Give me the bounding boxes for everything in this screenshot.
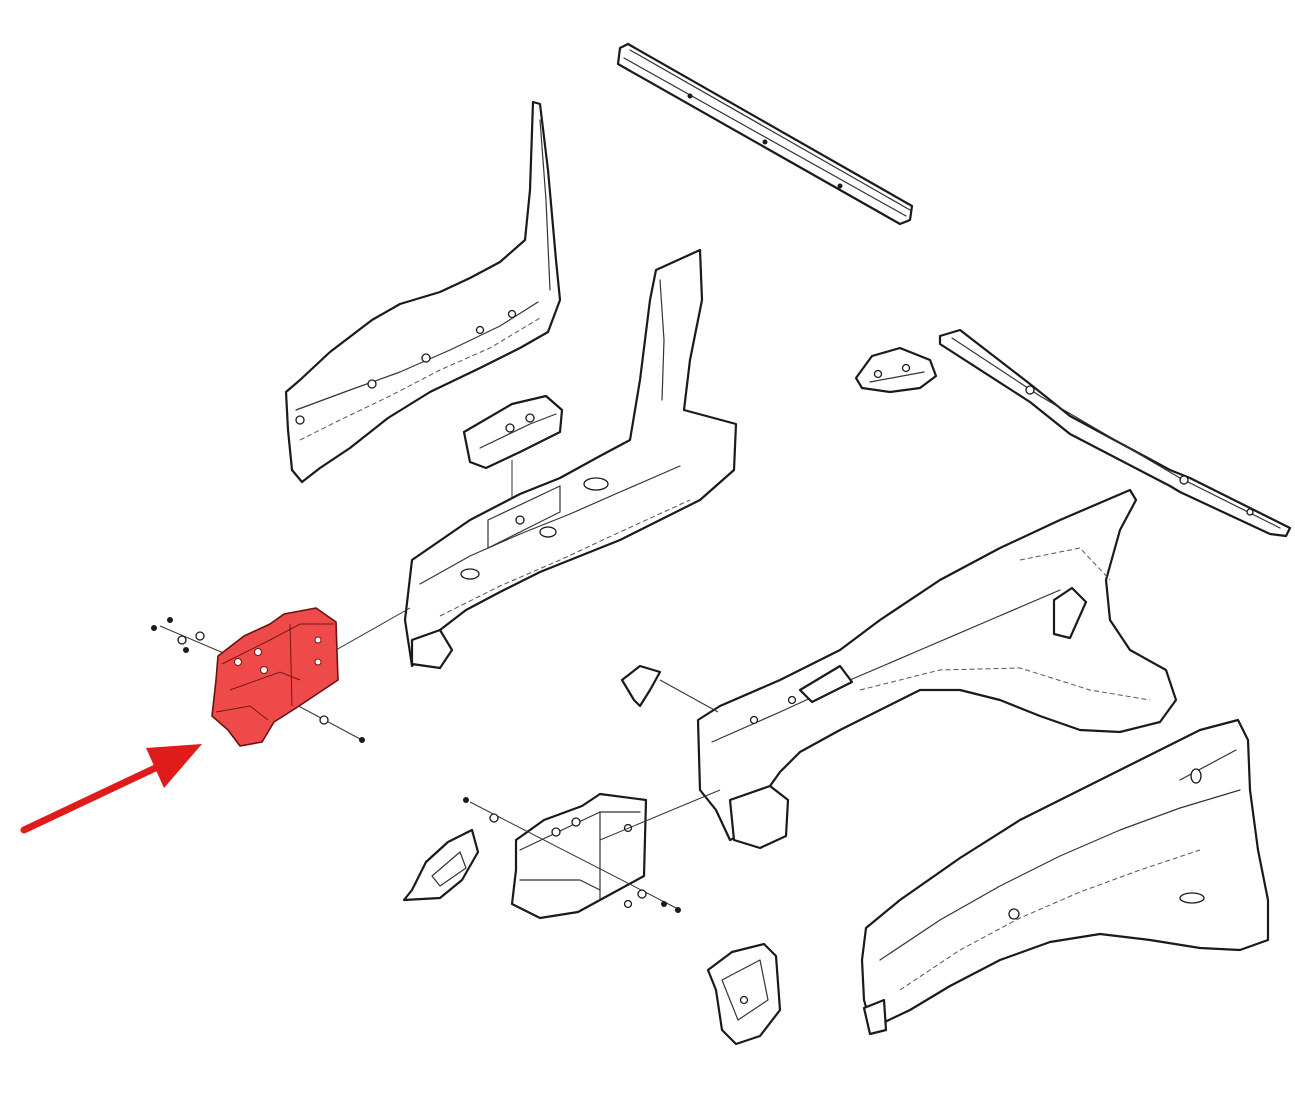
small-gusset-bracket (854, 346, 938, 394)
bolt-set (151, 617, 365, 743)
lower-crossmember-bracket (463, 789, 721, 920)
lower-apron-bracket (706, 942, 782, 1046)
lower-left-mount-bracket (402, 828, 480, 902)
upper-cross-rail (616, 42, 914, 226)
upper-apron-reinforcement (284, 100, 562, 484)
right-wheelhouse-apron (860, 718, 1270, 1036)
small-t-clip (620, 664, 719, 713)
radiator-support-rail (938, 328, 1292, 538)
left-front-side-member (403, 248, 738, 670)
highlighted-part (211, 607, 339, 747)
leader-line (335, 607, 411, 651)
arrow-indicator (20, 744, 202, 834)
right-front-side-member (696, 488, 1178, 850)
